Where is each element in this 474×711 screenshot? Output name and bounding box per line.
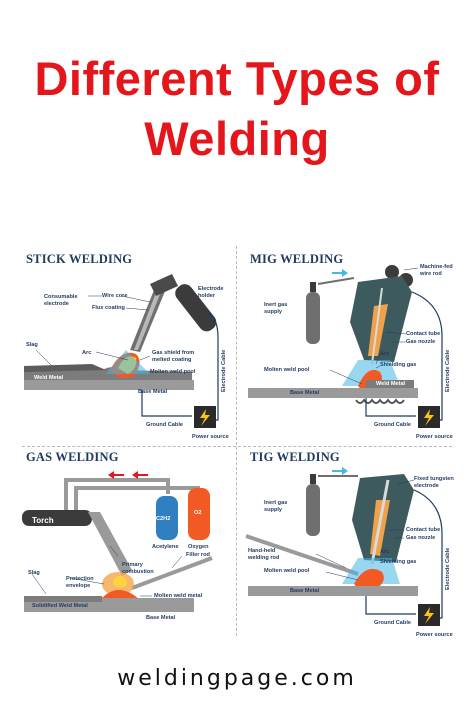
stick-label-power-source: Power source: [192, 434, 229, 440]
tig-label-molten-pool: Molten weld pool: [264, 568, 310, 574]
tig-label-power-source: Power source: [416, 632, 453, 638]
gas-label-torch: Torch: [32, 516, 54, 525]
mig-label-shielding-gas: Shielding gas: [380, 362, 417, 368]
mig-label-arc: Arc: [380, 351, 390, 357]
tig-label-gas-nozzle: Gas nozzle: [406, 535, 436, 541]
stick-label-slag: Slag: [26, 342, 38, 348]
tig-label-ground-cable: Ground Cable: [374, 620, 411, 626]
stick-label-wire-core: Wire core: [102, 293, 128, 299]
stick-label-ground-cable: Ground Cable: [146, 422, 183, 428]
stick-label-weld-metal: Weld Metal: [34, 375, 64, 381]
gas-welding-title: GAS WELDING: [26, 450, 119, 464]
panel-divider-horizontal: [22, 446, 452, 447]
gas-welding-illustration: [22, 471, 213, 612]
gas-label-base-metal: Base Metal: [146, 615, 176, 621]
mig-label-gas-nozzle: Gas nozzle: [406, 339, 436, 345]
stick-label-flux-coating: Flux coating: [92, 305, 125, 311]
tig-label-electrode-cable: Electrode Cable: [445, 547, 451, 590]
stick-label-base-metal: Base Metal: [138, 389, 168, 395]
gas-label-o2: O2: [194, 510, 202, 516]
tig-label-contact-tube: Contact tube: [406, 527, 441, 533]
gas-label-molten-weld: Molten weld metal: [154, 593, 203, 599]
mig-label-ground-cable: Ground Cable: [374, 422, 411, 428]
mig-label-molten-pool: Molten weld pool: [264, 367, 310, 373]
gas-label-filler-rod: Filler rod: [186, 552, 210, 558]
tig-label-arc: Arc: [380, 549, 390, 555]
mig-label-electrode-cable: Electrode Cable: [445, 349, 451, 392]
gas-welding-panel: GAS WELDING Torch C2H2 O2 Acetylene Oxyg…: [22, 450, 240, 650]
mig-label-weld-metal: Weld Metal: [376, 381, 406, 387]
tig-label-shielding-gas: Shielding gas: [380, 559, 417, 565]
panel-divider-vertical: [236, 246, 237, 636]
gas-label-c2h2: C2H2: [156, 516, 171, 522]
mig-label-power-source: Power source: [416, 434, 453, 440]
stick-welding-illustration: [24, 274, 219, 428]
gas-label-oxygen: Oxygen: [188, 544, 209, 550]
tig-welding-illustration: [245, 467, 443, 626]
mig-label-base-metal: Base Metal: [290, 390, 320, 396]
mig-label-contact-tube: Contact tube: [406, 331, 441, 337]
mig-welding-illustration: [248, 265, 443, 428]
stick-label-electrode-cable: Electrode Cable: [221, 349, 227, 392]
page-title-line2: Welding: [144, 112, 330, 165]
gas-label-solidified-weld: Solidified Weld Metal: [32, 603, 88, 609]
tig-welding-title: TIG WELDING: [250, 450, 340, 464]
page-title-line1: Different Types of: [34, 52, 440, 105]
gas-label-acetylene: Acetylene: [152, 544, 179, 550]
tig-label-base-metal: Base Metal: [290, 588, 320, 594]
gas-label-slag: Slag: [28, 570, 40, 576]
stick-label-molten-pool: Molten weld pool: [150, 369, 196, 375]
stick-label-arc: Arc: [82, 350, 92, 356]
stick-welding-title: STICK WELDING: [26, 252, 133, 266]
mig-welding-title: MIG WELDING: [250, 252, 344, 266]
site-url: weldingpage.com: [117, 666, 357, 691]
